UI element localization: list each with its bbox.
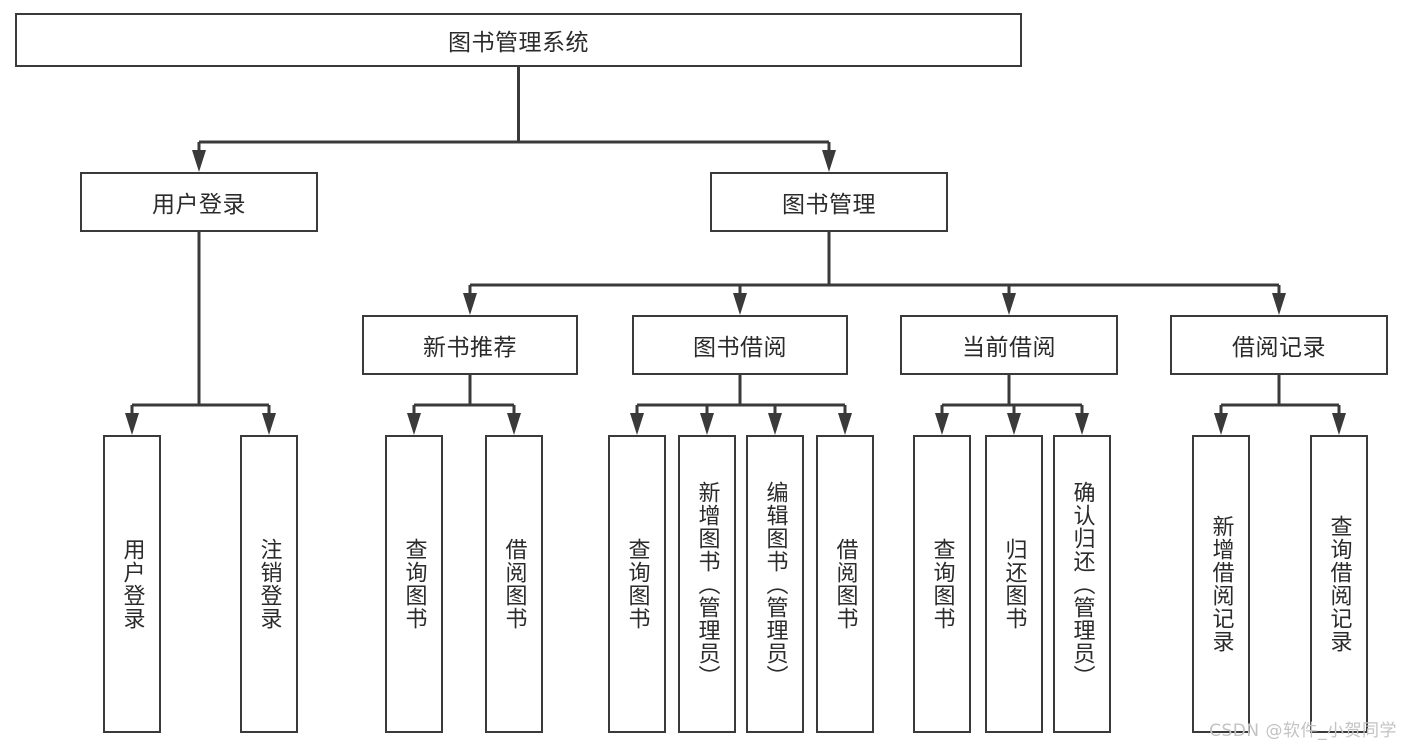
node-label: 编辑图书（管理员） [762,480,788,688]
watermark: CSDN @软件_小贺同学 [1209,721,1397,741]
node-borrow[interactable]: 图书借阅 [632,315,848,375]
node-label: 图书借阅 [693,335,787,361]
arrow-head [700,413,714,435]
node-new-rec[interactable]: 新书推荐 [362,315,578,375]
node-label: 归还图书 [1001,538,1027,630]
node-leaf-1[interactable]: 用户登录 [103,435,161,733]
node-leaf-10[interactable]: 归还图书 [985,435,1043,733]
node-leaf-8[interactable]: 借阅图书 [816,435,874,733]
node-label: 查询图书 [929,538,955,630]
node-leaf-4[interactable]: 借阅图书 [485,435,543,733]
node-label: 借阅图书 [832,538,858,630]
node-leaf-11[interactable]: 确认归还（管理员） [1053,435,1111,733]
node-label: 用户登录 [119,538,145,630]
arrow-head [1332,413,1346,435]
arrow-head [630,413,644,435]
node-label: 图书管理 [782,192,876,218]
arrow-head [262,413,276,435]
node-label: 新增图书（管理员） [694,480,720,688]
node-label: 查询借阅记录 [1326,515,1352,653]
arrow-head [733,293,747,315]
node-leaf-2[interactable]: 注销登录 [240,435,298,733]
node-leaf-7[interactable]: 编辑图书（管理员） [746,435,804,733]
arrow-head [463,293,477,315]
arrow-head [1007,413,1021,435]
arrow-head [407,413,421,435]
node-label: 查询图书 [624,538,650,630]
node-leaf-12[interactable]: 新增借阅记录 [1192,435,1250,733]
arrow-head [1075,413,1089,435]
arrow-head [192,150,206,172]
node-leaf-9[interactable]: 查询图书 [913,435,971,733]
arrow-head [1214,413,1228,435]
node-label: 用户登录 [152,192,246,218]
node-label: 当前借阅 [962,335,1056,361]
node-label: 图书管理系统 [448,30,589,56]
node-label: 查询图书 [401,538,427,630]
arrow-head [838,413,852,435]
node-label: 借阅记录 [1232,335,1326,361]
node-label: 借阅图书 [501,538,527,630]
arrow-head [768,413,782,435]
arrow-head [822,150,836,172]
node-book-mgmt[interactable]: 图书管理 [710,172,948,232]
node-history[interactable]: 借阅记录 [1170,315,1388,375]
arrow-head [935,413,949,435]
node-label: 新书推荐 [423,335,517,361]
node-leaf-6[interactable]: 新增图书（管理员） [678,435,736,733]
arrow-head [125,413,139,435]
arrow-head [1272,293,1286,315]
node-root[interactable]: 图书管理系统 [15,13,1022,67]
node-leaf-5[interactable]: 查询图书 [608,435,666,733]
node-leaf-3[interactable]: 查询图书 [385,435,443,733]
node-leaf-13[interactable]: 查询借阅记录 [1310,435,1368,733]
node-label: 确认归还（管理员） [1069,480,1095,688]
arrow-head [1002,293,1016,315]
arrow-head [507,413,521,435]
node-user-login[interactable]: 用户登录 [80,172,318,232]
node-label: 新增借阅记录 [1208,515,1234,653]
node-current[interactable]: 当前借阅 [900,315,1118,375]
node-label: 注销登录 [256,538,282,630]
